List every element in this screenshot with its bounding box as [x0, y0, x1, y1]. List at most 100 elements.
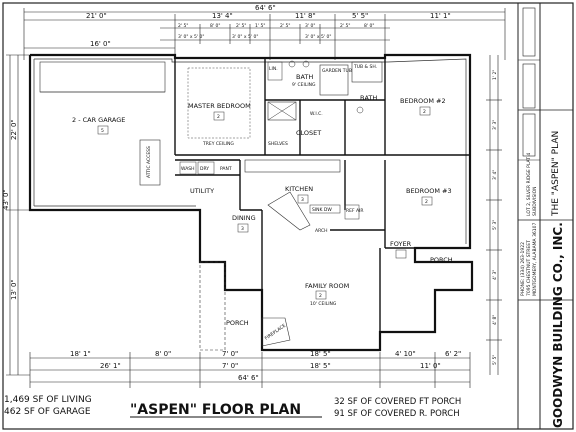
master-bedroom: MASTER BEDROOM 2 TREY CEILING [187, 67, 251, 147]
dim-row2h: 8' 0" [364, 23, 374, 29]
dim-row2g: 2' 5" [340, 23, 350, 29]
bedroom3-label: BEDROOM #3 [406, 187, 452, 195]
company-phone: PHONE: (334) 263-1922 [520, 242, 526, 296]
foyer-label: FOYER [390, 240, 412, 248]
toilet-icon [356, 106, 364, 114]
company-name: GOODWYN BUILDING CO., INC. [551, 222, 565, 428]
right-dimension-lines [486, 55, 502, 375]
window-size-b: 3' 0" x 5' 0" [232, 34, 258, 40]
trey-ceiling-outline [187, 67, 251, 139]
overall-width-bottom: 64' 6" [238, 374, 259, 382]
dining-area: DINING 3 [232, 214, 256, 233]
sheet-box [522, 113, 536, 157]
dry-label: DRY [200, 166, 209, 172]
right-dim-5: 4' 3" [492, 270, 498, 280]
plan-title: "ASPEN" FLOOR PLAN [130, 402, 301, 418]
garden-tub [319, 64, 349, 96]
master-bath: LIN. BATH 9' CEILING GARDEN TUB TUB & SH… [267, 60, 383, 147]
bedroom2-number: 2 [423, 109, 426, 115]
sink-label: SINK DW [312, 207, 332, 213]
family-room-number: 2 [319, 293, 322, 299]
garage-door-header [39, 61, 166, 93]
bottom-dim-c3: 18' 5" [310, 362, 331, 370]
right-dim-2: 3' 3" [492, 120, 498, 130]
tub-shower-label: TUB & SH. [353, 64, 377, 70]
family-room: FAMILY ROOM 2 10' CEILING FIREPLACE [261, 282, 349, 347]
lot-label: LOT 2, SILVER RIDGE PLAT 4 [526, 153, 532, 216]
kitchen-label: KITCHEN [285, 185, 313, 193]
stamp-box [522, 7, 536, 57]
left-bottom-depth: 13' 0" [10, 279, 18, 300]
living-sf: 1,469 SF OF LIVING [4, 395, 92, 405]
bedroom2-label: BEDROOM #2 [400, 97, 446, 105]
garage-label: 2 - CAR GARAGE [72, 116, 125, 124]
bedroom-3: BEDROOM #3 2 [406, 187, 452, 206]
bedroom-2: BEDROOM #2 2 [400, 97, 446, 116]
linen-label: LIN. [269, 66, 278, 72]
front-porch-label: PORCH [430, 256, 453, 264]
arch-label: ARCH [315, 228, 328, 234]
shelves-label: SHELVES [268, 141, 288, 147]
bedroom3-number: 2 [425, 199, 428, 205]
bottom-dim-c4: 11' 0" [420, 362, 441, 370]
bottom-dim-2: 8' 0" [155, 350, 171, 358]
dryer [197, 161, 215, 175]
porches: PORCH PORCH [199, 256, 453, 351]
top-dimension-lines [23, 8, 506, 60]
dim-row2d: 1' 5" [255, 23, 265, 29]
closet-label: CLOSET [296, 129, 321, 137]
master-bedroom-number: 2 [217, 114, 220, 120]
dim-row2a: 2' 5" [178, 23, 188, 29]
garage-inner-width: 16' 0" [90, 40, 111, 48]
garage-number: 5 [101, 128, 104, 134]
ref-air-label: REF AIR [346, 208, 364, 214]
attic-access-box [139, 139, 161, 186]
bottom-dim-1: 18' 1" [70, 350, 91, 358]
plan-name: THE "ASPEN" PLAN [551, 131, 561, 217]
front-porch-sf: 32 SF OF COVERED FT PORCH [334, 397, 461, 407]
wic-label: W.I.C. [310, 111, 323, 117]
date-box [522, 63, 536, 109]
garage-room: ATTIC ACCESS 2 - CAR GARAGE 5 [39, 61, 166, 186]
family-room-label: FAMILY ROOM [305, 282, 349, 290]
utility-area: WASH DRY PANT UTILITY [179, 161, 232, 195]
dim-row2e: 2' 5" [280, 23, 290, 29]
dim-row2f: 3' 0" [305, 23, 315, 29]
bath2-label: BATH [360, 94, 377, 102]
attic-access-label: ATTIC ACCESS [146, 146, 152, 178]
fireplace [261, 317, 291, 347]
master-bedroom-label: MASTER BEDROOM [188, 102, 251, 110]
dim-row2b: 8' 0" [210, 23, 220, 29]
dining-number: 3 [241, 226, 244, 232]
bed2-width-a: 5' 5" [352, 12, 368, 20]
kitchen-counter [244, 159, 341, 173]
company-city: MONTGOMERY, ALABAMA 36107 [532, 222, 538, 296]
right-dim-4: 5' 3" [492, 220, 498, 230]
left-top-depth: 22' 0" [10, 119, 18, 140]
company-address: 7095 CHESTNUT STREET [526, 240, 532, 296]
left-overall-depth: 43' 0" [2, 189, 10, 210]
garage-sf: 462 SF OF GARAGE [4, 407, 91, 417]
kitchen-area: KITCHEN 3 SINK DW REF AIR ARCH [244, 159, 364, 234]
bottom-dim-3: 7' 0" [222, 350, 238, 358]
bath-width: 11' 8" [295, 12, 316, 20]
pantry-label: PANT [220, 166, 232, 172]
fireplace-label: FIREPLACE [264, 323, 287, 342]
bottom-dim-c1: 26' 1" [100, 362, 121, 370]
master-width: 13' 4" [212, 12, 233, 20]
subdivision-label: SUBDIVISION [532, 186, 538, 216]
tub-shower [351, 61, 383, 83]
bottom-dim-6: 6' 2" [445, 350, 461, 358]
interior-walls [174, 58, 470, 332]
bath-ceiling-label: 9' CEILING [292, 82, 316, 88]
utility-label: UTILITY [190, 187, 214, 195]
bath-label: BATH [296, 73, 313, 81]
dim-row2c: 2' 5" [236, 23, 246, 29]
rear-porch-sf: 91 SF OF COVERED R. PORCH [334, 409, 460, 419]
garage-width: 21' 0" [86, 12, 107, 20]
sink-icon-2 [302, 60, 310, 68]
wash-label: WASH [181, 166, 195, 172]
rear-porch-label: PORCH [226, 319, 249, 327]
